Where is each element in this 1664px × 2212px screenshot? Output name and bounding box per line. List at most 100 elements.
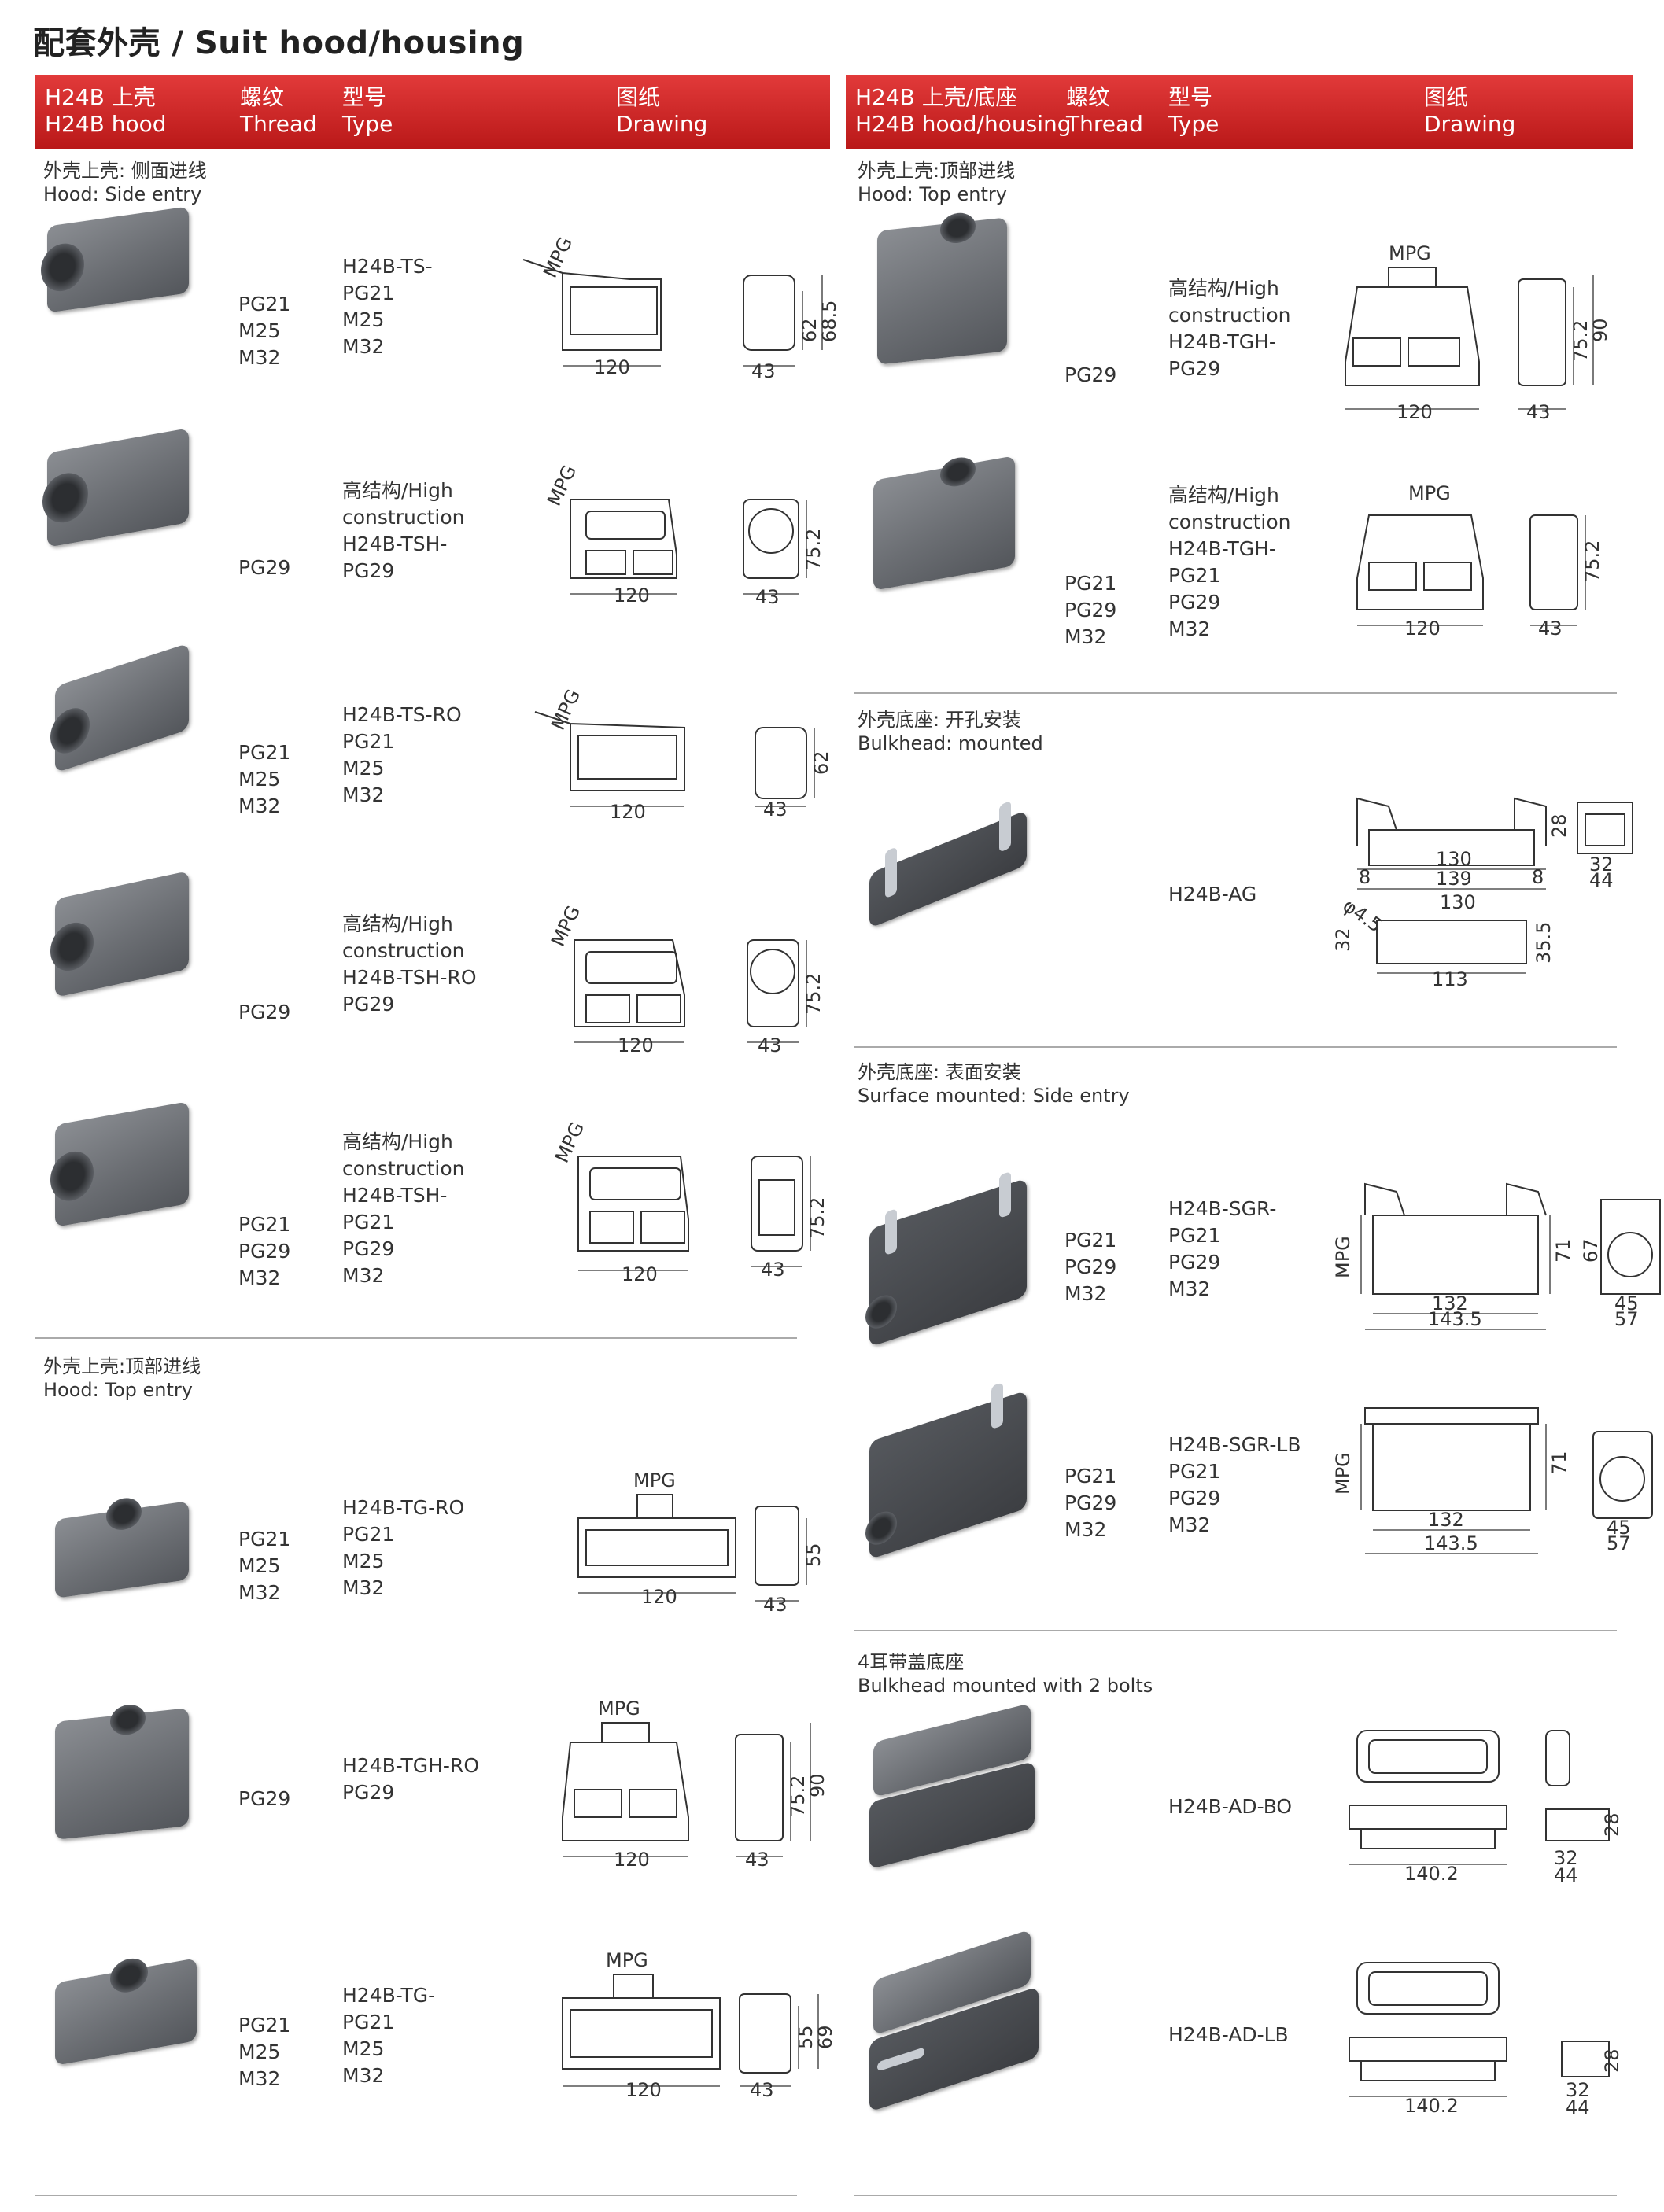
svg-text:MPG: MPG xyxy=(547,902,585,950)
svg-text:43: 43 xyxy=(763,798,788,820)
svg-text:57: 57 xyxy=(1614,1308,1639,1330)
product-photo xyxy=(50,643,189,773)
technical-drawing: MPG 120 43 55 xyxy=(531,1469,846,1631)
left-column: H24B 上壳 H24B hood 螺纹 Thread 型号 Type 图纸 D… xyxy=(35,75,830,149)
right-table-header: H24B 上壳/底座 H24B hood/housing 螺纹 Thread 型… xyxy=(846,75,1633,149)
right-column: H24B 上壳/底座 H24B hood/housing 螺纹 Thread 型… xyxy=(846,75,1633,149)
header-series: H24B 上壳/底座 H24B hood/housing xyxy=(855,84,1072,137)
thread-list: PG21 M25 M32 xyxy=(238,293,291,369)
svg-text:130: 130 xyxy=(1436,848,1472,870)
svg-text:139: 139 xyxy=(1436,868,1472,890)
svg-text:43: 43 xyxy=(745,1849,769,1871)
svg-text:120: 120 xyxy=(594,356,630,378)
technical-drawing: MPG 120 43 55 69 xyxy=(515,1949,846,2111)
thread-list: PG29 xyxy=(238,1787,291,1810)
product-photo xyxy=(42,428,189,547)
product-row: H24B-AG 130 139 8 8 28 32 44 130 φ4.5 32… xyxy=(846,771,1633,990)
svg-text:32: 32 xyxy=(1589,853,1614,876)
svg-text:75.2: 75.2 xyxy=(1570,320,1592,362)
svg-text:68.5: 68.5 xyxy=(818,300,840,342)
svg-text:57: 57 xyxy=(1607,1532,1631,1554)
svg-text:43: 43 xyxy=(750,2079,774,2101)
svg-text:43: 43 xyxy=(1538,618,1563,640)
product-row: PG21 PG29 M32 高结构/High construction H24B… xyxy=(846,444,1633,648)
technical-drawing: MPG 132 143.5 71 45 57 xyxy=(1302,1400,1653,1576)
product-photo xyxy=(55,1956,197,2066)
type-list: 高结构/High construction H24B-TSH-RO PG29 xyxy=(342,912,477,1016)
svg-text:45: 45 xyxy=(1607,1517,1631,1539)
technical-drawing: MPG 120 43 62 68.5 xyxy=(476,234,840,385)
svg-text:120: 120 xyxy=(641,1586,677,1608)
svg-text:120: 120 xyxy=(614,584,650,606)
type-list: H24B-TGH-RO PG29 xyxy=(342,1754,479,1804)
product-row: PG21 PG29 M32 高结构/High construction H24B… xyxy=(35,1101,830,1298)
svg-text:120: 120 xyxy=(1397,401,1433,423)
type-list: H24B-TG- PG21 M25 M32 xyxy=(342,1984,436,2087)
thread-list: PG21 M25 M32 xyxy=(238,741,291,817)
technical-drawing: MPG 120 43 75.2 xyxy=(1326,482,1640,644)
divider xyxy=(854,2195,1617,2196)
type-list: 高结构/High construction H24B-TGH- PG29 xyxy=(1168,277,1291,380)
svg-text:28: 28 xyxy=(1548,813,1570,838)
svg-text:75.2: 75.2 xyxy=(1581,540,1603,582)
thread-list: PG21 M25 M32 xyxy=(238,1528,291,1604)
product-photo xyxy=(873,454,1015,591)
header-drawing: 图纸 Drawing xyxy=(616,84,708,137)
technical-drawing: MPG 120 43 75.2 90 xyxy=(1326,242,1640,428)
svg-text:45: 45 xyxy=(1614,1292,1639,1314)
svg-text:143.5: 143.5 xyxy=(1424,1532,1478,1554)
thread-list: PG29 xyxy=(1064,363,1117,386)
svg-text:MPG: MPG xyxy=(1332,1236,1354,1278)
svg-text:35.5: 35.5 xyxy=(1533,922,1555,964)
type-list: 高结构/High construction H24B-TSH- PG21 PG2… xyxy=(342,1130,465,1287)
divider xyxy=(854,1046,1617,1048)
thread-list: PG21 PG29 M32 xyxy=(1064,572,1117,648)
svg-text:140.2: 140.2 xyxy=(1404,2095,1459,2117)
thread-list: PG21 PG29 M32 xyxy=(1064,1465,1117,1541)
technical-drawing: MPG 120 43 75.2 xyxy=(476,902,830,1061)
product-photo xyxy=(50,1101,189,1227)
product-row: PG21 M25 M32 H24B-TG- PG21 M25 M32 MPG 1… xyxy=(35,1935,836,2132)
section-title: 4耳带盖底座 Bulkhead mounted with 2 bolts xyxy=(858,1651,1153,1697)
type-list: H24B-SGR-LB PG21 PG29 M32 xyxy=(1168,1433,1301,1536)
svg-text:43: 43 xyxy=(758,1034,782,1056)
technical-drawing: MPG 120 43 62 xyxy=(476,686,832,833)
svg-text:113: 113 xyxy=(1432,968,1468,990)
svg-text:71: 71 xyxy=(1552,1238,1574,1263)
svg-text:90: 90 xyxy=(806,1773,828,1797)
divider xyxy=(35,1337,797,1339)
header-type: 型号 Type xyxy=(1168,84,1219,137)
svg-text:75.2: 75.2 xyxy=(802,529,825,570)
technical-drawing: MPG 120 43 75.2 xyxy=(476,462,830,613)
product-row: PG21 PG29 M32 H24B-SGR-LB PG21 PG29 M32 … xyxy=(846,1382,1653,1581)
svg-text:43: 43 xyxy=(755,586,780,608)
svg-text:32: 32 xyxy=(1554,1847,1578,1869)
technical-drawing: 140.2 28 32 44 xyxy=(1326,1723,1640,1907)
header-type: 型号 Type xyxy=(342,84,393,137)
product-row: PG21 M25 M32 H24B-TS- PG21 M25 M32 MPG 1… xyxy=(35,205,840,401)
section-title: 外壳底座: 表面安装 Surface mounted: Side entry xyxy=(858,1061,1130,1107)
svg-text:43: 43 xyxy=(751,360,776,382)
section-title: 外壳上壳: 侧面进线 Hood: Side entry xyxy=(43,160,207,205)
technical-drawing: MPG 120 43 75.2 xyxy=(476,1119,830,1293)
svg-text:62: 62 xyxy=(799,318,821,342)
header-series: H24B 上壳 H24B hood xyxy=(45,84,167,137)
product-photo xyxy=(869,800,1027,929)
svg-text:MPG: MPG xyxy=(606,1949,648,1971)
technical-drawing: 140.2 28 32 44 xyxy=(1326,1955,1640,2131)
divider xyxy=(854,692,1617,694)
svg-text:120: 120 xyxy=(618,1034,654,1056)
divider xyxy=(35,2195,797,2196)
svg-text:MPG: MPG xyxy=(598,1698,640,1720)
svg-text:44: 44 xyxy=(1566,2096,1590,2118)
svg-text:120: 120 xyxy=(1404,618,1441,640)
type-list: H24B-AD-LB xyxy=(1168,2023,1289,2046)
product-row: PG21 M25 M32 H24B-TS-RO PG21 M25 M32 MPG… xyxy=(35,643,832,850)
svg-text:MPG: MPG xyxy=(543,462,581,510)
header-thread: 螺纹 Thread xyxy=(1066,84,1143,137)
type-list: 高结构/High construction H24B-TGH- PG21 PG2… xyxy=(1168,484,1291,640)
section-title: 外壳上壳:顶部进线 Hood: Top entry xyxy=(858,160,1016,205)
thread-list: PG21 PG29 M32 xyxy=(238,1213,291,1289)
svg-text:44: 44 xyxy=(1589,869,1614,891)
svg-text:90: 90 xyxy=(1589,318,1611,342)
